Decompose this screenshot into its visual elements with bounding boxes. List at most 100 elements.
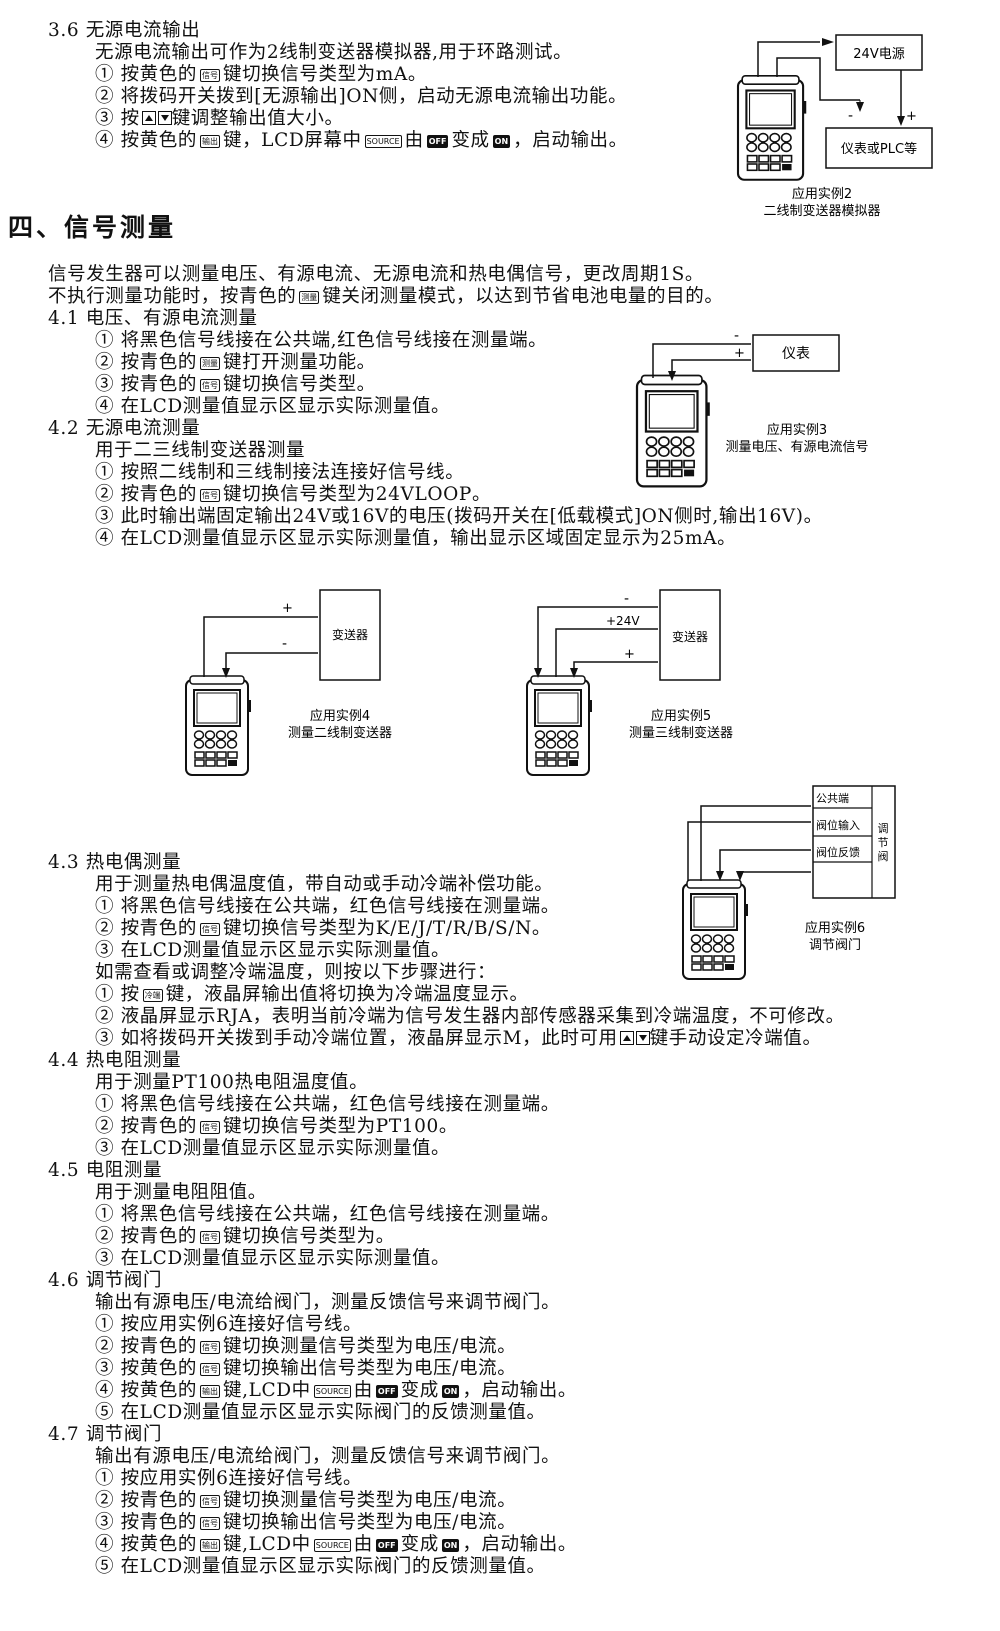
section-3-6-step1: ① 按黄色的信号键切换信号类型为mA。: [95, 64, 427, 85]
section-4-6-step5: ⑤ 在LCD测量值显示区显示实际阀门的反馈测量值。: [95, 1402, 546, 1423]
fig4-caption-1: 应用实例4: [310, 708, 370, 724]
section-4-2-desc: 用于二三线制变送器测量: [95, 440, 306, 461]
source-badge-icon: SOURCE: [364, 135, 402, 148]
fig5-caption-2: 测量三线制变送器: [629, 725, 733, 741]
source-badge-icon: SOURCE: [313, 1539, 351, 1552]
figure-2-two-wire-simulator: 24V电源 仪表或PLC等 - + 应用实例2 二线制变送器模拟器: [736, 34, 933, 219]
fig3-plus: +: [734, 346, 745, 361]
section-4-3-cold3: ③ 如将拨码开关拨到手动冷端位置，液晶屏显示M，此时可用键手动设定冷端值。: [95, 1028, 822, 1049]
section-4-7-desc: 输出有源电压/电流给阀门，测量反馈信号来调节阀门。: [95, 1446, 561, 1467]
section-4-2-step1: ① 按照二线制和三线制接法连接好信号线。: [95, 462, 465, 483]
fig6-valve-feedback: 阀位反馈: [816, 845, 860, 859]
section-4-intro1: 信号发生器可以测量电压、有源电流、无源电流和热电偶信号，更改周期1S。: [48, 264, 704, 285]
section-4-7-step5: ⑤ 在LCD测量值显示区显示实际阀门的反馈测量值。: [95, 1556, 546, 1577]
section-4-3-cold2: ② 液晶屏显示RJA，表明当前冷端为信号发生器内部传感器采集到冷端温度，不可修改…: [95, 1006, 845, 1027]
fig5-minus: -: [624, 591, 629, 607]
section-4-6-desc: 输出有源电压/电流给阀门，测量反馈信号来调节阀门。: [95, 1292, 561, 1313]
signal-key-icon: 信号: [199, 379, 220, 392]
section-4-7-step2: ② 按青色的信号键切换测量信号类型为电压/电流。: [95, 1490, 517, 1511]
measure-key-icon: 测量: [199, 357, 220, 370]
section-4-2-step2: ② 按青色的信号键切换信号类型为24VLOOP。: [95, 484, 492, 505]
section-4-4-desc: 用于测量PT100热电阻温度值。: [95, 1072, 369, 1093]
off-badge-icon: OFF: [375, 1385, 398, 1398]
output-key-icon: 输出: [199, 1385, 220, 1398]
signal-key-icon: 信号: [199, 489, 220, 502]
up-arrow-icon: [141, 111, 156, 125]
section-4-7-step3: ③ 按青色的信号键切换输出信号类型为电压/电流。: [95, 1512, 517, 1533]
signal-key-icon: 信号: [199, 1495, 220, 1508]
cold-junction-key-icon: 冷端: [142, 989, 163, 1002]
section-4-3-note: 如需查看或调整冷端温度，则按以下步骤进行：: [95, 962, 497, 983]
section-3-6-title: 3.6 无源电流输出: [48, 20, 201, 41]
signal-key-icon: 信号: [199, 1231, 220, 1244]
fig5-24v: +24V: [606, 614, 640, 628]
section-4-3-desc: 用于测量热电偶温度值，带自动或手动冷端补偿功能。: [95, 874, 554, 895]
figure-6-control-valve: 公共端 阀位输入 阀位反馈 调 节 阀 应用实例6 调节阀门: [682, 785, 896, 980]
fig6-caption-2: 调节阀门: [809, 938, 861, 953]
fig4-minus: -: [282, 636, 287, 652]
source-badge-icon: SOURCE: [313, 1385, 351, 1398]
up-arrow-icon: [619, 1031, 634, 1045]
on-badge-icon: ON: [441, 1539, 460, 1552]
signal-key-icon: 信号: [199, 69, 220, 82]
on-badge-icon: ON: [492, 135, 511, 148]
measure-key-icon: 测量: [299, 291, 320, 304]
fig4-caption-2: 测量二线制变送器: [288, 725, 392, 741]
section-4-3-title: 4.3 热电偶测量: [48, 852, 182, 873]
fig6-side-3: 阀: [878, 849, 889, 863]
fig6-common-terminal: 公共端: [816, 792, 849, 805]
fig6-valve-input: 阀位输入: [816, 818, 860, 832]
section-4-2-step3: ③ 此时输出端固定输出24V或16V的电压(拨码开关在[低载模式]ON侧时,输出…: [95, 506, 823, 527]
fig5-box-label: 变送器: [672, 629, 708, 644]
section-4-2-title: 4.2 无源电流测量: [48, 418, 201, 439]
section-4-4-title: 4.4 热电阻测量: [48, 1050, 182, 1071]
output-key-icon: 输出: [199, 135, 220, 148]
fig2-plus: +: [906, 109, 917, 124]
section-4-3-step1: ① 将黑色信号线接在公共端，红色信号线接在测量端。: [95, 896, 560, 917]
section-4-intro2: 不执行测量功能时，按青色的测量键关闭测量模式，以达到节省电池电量的目的。: [48, 286, 724, 307]
output-key-icon: 输出: [199, 1539, 220, 1552]
fig3-caption-2: 测量电压、有源电流信号: [725, 440, 868, 455]
section-3-6-step3: ③ 按键调整输出值大小。: [95, 108, 344, 129]
section-4-4-step3: ③ 在LCD测量值显示区显示实际测量值。: [95, 1138, 451, 1159]
section-4-1-step2: ② 按青色的测量键打开测量功能。: [95, 352, 376, 373]
section-4-1-step4: ④ 在LCD测量值显示区显示实际测量值。: [95, 396, 451, 417]
section-4-5-step1: ① 将黑色信号线接在公共端，红色信号线接在测量端。: [95, 1204, 560, 1225]
fig2-caption-1: 应用实例2: [792, 186, 852, 202]
signal-key-icon: 信号: [199, 1517, 220, 1530]
section-4-3-step2: ② 按青色的信号键切换信号类型为K/E/J/T/R/B/S/N。: [95, 918, 551, 939]
signal-key-icon: 信号: [199, 923, 220, 936]
on-badge-icon: ON: [441, 1385, 460, 1398]
figure-4-two-wire-transmitter: 变送器 + - 应用实例4 测量二线制变送器: [185, 589, 392, 776]
fig5-caption-1: 应用实例5: [651, 708, 711, 724]
fig2-caption-2: 二线制变送器模拟器: [763, 203, 880, 219]
off-badge-icon: OFF: [375, 1539, 398, 1552]
down-arrow-icon: [635, 1031, 650, 1045]
section-4-3-cold1: ① 按冷端键，液晶屏输出值将切换为冷端温度显示。: [95, 984, 529, 1005]
section-4-6-step3: ③ 按黄色的信号键切换输出信号类型为电压/电流。: [95, 1358, 517, 1379]
fig5-plus: +: [624, 647, 635, 662]
section-4-7-step1: ① 按应用实例6连接好信号线。: [95, 1468, 363, 1489]
section-4-5-step3: ③ 在LCD测量值显示区显示实际测量值。: [95, 1248, 451, 1269]
section-4-7-title: 4.7 调节阀门: [48, 1424, 163, 1445]
fig6-side-2: 节: [878, 836, 889, 849]
fig2-power-label: 24V电源: [853, 47, 904, 62]
section-3-6-step2: ② 将拨码开关拨到[无源输出]ON侧，启动无源电流输出功能。: [95, 86, 628, 107]
section-4-1-title: 4.1 电压、有源电流测量: [48, 308, 258, 329]
signal-key-icon: 信号: [199, 1363, 220, 1376]
section-4-5-desc: 用于测量电阻阻值。: [95, 1182, 267, 1203]
signal-key-icon: 信号: [199, 1341, 220, 1354]
section-4-heading: 四、信号测量: [8, 213, 177, 242]
section-4-6-step2: ② 按青色的信号键切换测量信号类型为电压/电流。: [95, 1336, 517, 1357]
signal-key-icon: 信号: [199, 1121, 220, 1134]
fig4-plus: +: [282, 601, 293, 616]
section-3-6-desc: 无源电流输出可作为2线制变送器模拟器,用于环路测试。: [95, 42, 573, 63]
fig2-minus: -: [848, 108, 853, 124]
section-4-6-step1: ① 按应用实例6连接好信号线。: [95, 1314, 363, 1335]
fig3-meter-label: 仪表: [782, 346, 810, 362]
section-4-4-step1: ① 将黑色信号线接在公共端，红色信号线接在测量端。: [95, 1094, 560, 1115]
section-4-1-step3: ③ 按青色的信号键切换信号类型。: [95, 374, 376, 395]
